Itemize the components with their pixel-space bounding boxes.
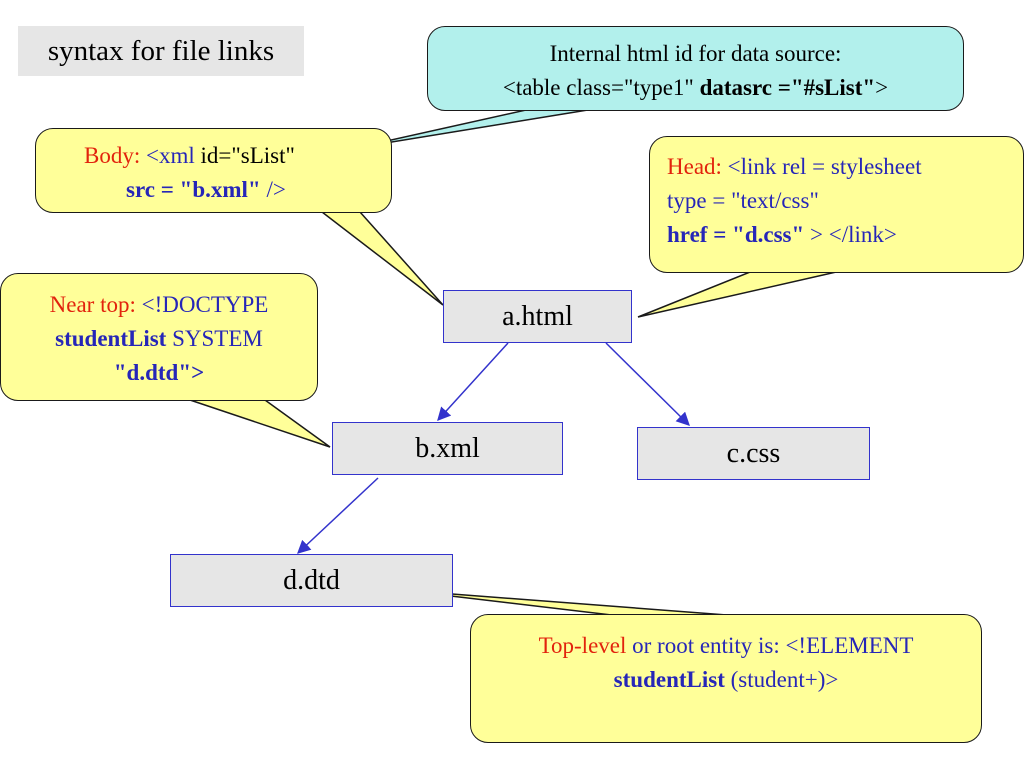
doctype-label: Near top: — [49, 292, 142, 317]
root-callout: Top-level or root entity is: <!ELEMENT s… — [470, 614, 982, 743]
doctype-line2: studentList SYSTEM — [1, 322, 317, 356]
root-content-model: (student+)> — [724, 667, 839, 692]
body-src-attr: src = "b.xml" — [126, 177, 261, 202]
datasrc-line1: Internal html id for data source: — [549, 41, 842, 66]
node-c-css-label: c.css — [726, 437, 781, 469]
node-a-html-label: a.html — [502, 300, 573, 332]
datasrc-table-tag: <table class="type1" — [502, 75, 700, 100]
datasrc-attribute: datasrc ="#sList" — [699, 75, 876, 100]
head-link-tag: <link rel = stylesheet — [727, 154, 922, 179]
arrow-a-to-c — [605, 342, 690, 426]
body-id-attr: id="sList" — [200, 143, 295, 168]
slide-title: syntax for file links — [18, 26, 304, 76]
node-b-xml: b.xml — [332, 422, 563, 475]
node-a-html: a.html — [443, 290, 632, 343]
body-xml-tag: <xml — [145, 143, 201, 168]
head-line1: Head: <link rel = stylesheet — [667, 150, 1023, 184]
datasrc-callout-pointer — [354, 107, 601, 149]
head-label: Head: — [667, 154, 728, 179]
root-label: Top-level — [538, 633, 627, 658]
root-element-name: studentList — [613, 667, 725, 692]
datasrc-line2: <table class="type1" datasrc ="#sList"> — [428, 71, 963, 105]
doctype-line1: Near top: <!DOCTYPE — [1, 288, 317, 322]
doctype-keyword: <!DOCTYPE — [141, 292, 269, 317]
root-line2: studentList (student+)> — [471, 663, 981, 697]
root-line1: Top-level or root entity is: <!ELEMENT — [471, 629, 981, 663]
head-callout: Head: <link rel = stylesheet type = "tex… — [649, 136, 1024, 273]
node-c-css: c.css — [637, 427, 870, 480]
doctype-dtd-file: "d.dtd"> — [113, 360, 205, 385]
head-callout-pointer — [637, 269, 846, 318]
head-type-attr: type = "text/css" — [667, 188, 819, 213]
root-element-text: or root entity is: <!ELEMENT — [626, 633, 914, 658]
head-tag-end: > </link> — [804, 222, 897, 247]
doctype-callout: Near top: <!DOCTYPE studentList SYSTEM "… — [0, 273, 318, 401]
body-callout-pointer — [319, 211, 444, 306]
body-tag-end: /> — [260, 177, 286, 202]
doctype-root-name: studentList — [55, 326, 167, 351]
arrow-a-to-b — [437, 342, 509, 421]
body-label: Body: — [84, 143, 146, 168]
head-line3: href = "d.css" > </link> — [667, 218, 1023, 252]
node-d-dtd-label: d.dtd — [283, 564, 340, 596]
body-callout: Body: <xml id="sList" src = "b.xml" /> — [35, 128, 392, 213]
arrow-b-to-d — [297, 477, 379, 554]
body-line2: src = "b.xml" /> — [36, 173, 391, 207]
node-b-xml-label: b.xml — [415, 432, 480, 464]
head-href-attr: href = "d.css" — [667, 222, 805, 247]
datasrc-callout: Internal html id for data source: <table… — [427, 26, 964, 111]
body-line1: Body: <xml id="sList" — [36, 139, 391, 173]
node-d-dtd: d.dtd — [170, 554, 453, 607]
datasrc-tag-end: > — [875, 75, 889, 100]
doctype-system: SYSTEM — [166, 326, 263, 351]
doctype-callout-pointer — [189, 399, 331, 448]
